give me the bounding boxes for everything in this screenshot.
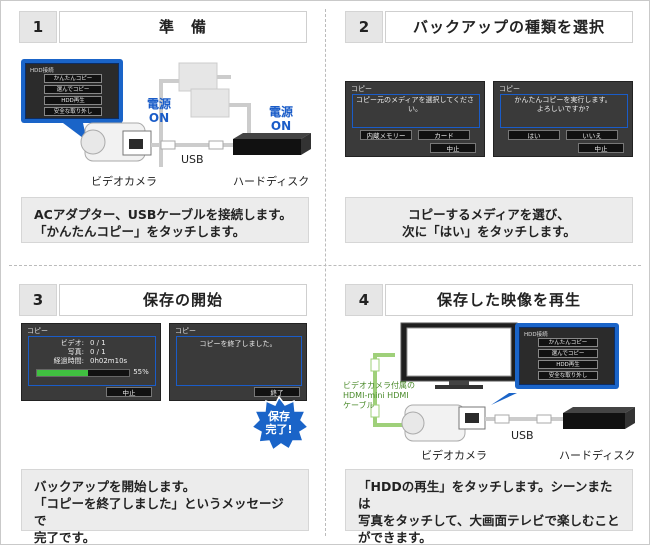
step-number: 2: [345, 11, 383, 43]
copy-finished-screen: コピー コピーを終了しました。 終了: [169, 323, 307, 401]
ac-adapter-2: [191, 89, 229, 117]
step-1-caption: ACアダプター、USBケーブルを接続します。「かんたんコピー」をタッチします。: [21, 197, 309, 243]
elapsed-time-label: 経過時間:: [28, 357, 84, 366]
step-2-caption: コピーするメディアを選び、次に「はい」をタッチします。: [345, 197, 633, 243]
card-button[interactable]: カード: [418, 130, 470, 140]
cancel-button[interactable]: 中止: [578, 143, 624, 153]
no-button[interactable]: いいえ: [566, 130, 618, 140]
ac-adapter-1: [179, 63, 217, 91]
menu-item-easy-copy[interactable]: かんたんコピー: [538, 338, 598, 347]
menu-item-hdd-play[interactable]: HDD再生: [538, 360, 598, 369]
step-4-header: 4 保存した映像を再生: [345, 284, 633, 316]
step-title: 保存した映像を再生: [385, 284, 633, 316]
internal-memory-button[interactable]: 内蔵メモリー: [360, 130, 412, 140]
menu-item-safe-remove[interactable]: 安全な取り外し: [538, 371, 598, 380]
progress-bar: [36, 369, 130, 377]
yes-button[interactable]: はい: [508, 130, 560, 140]
screen-message: コピーを終了しました。: [176, 340, 300, 349]
hard-disk-top: [563, 407, 635, 413]
video-count-label: ビデオ:: [28, 339, 84, 348]
step-title: 準 備: [59, 11, 307, 43]
screen-message: かんたんコピーを実行します。よろしいですか?: [500, 96, 626, 114]
step-number: 3: [19, 284, 57, 316]
camera-menu-panel: HDD接続 かんたんコピー 選んでコピー HDD再生 安全な取り外し: [515, 323, 619, 389]
step-3-caption: バックアップを開始します。「コピーを終了しました」というメッセージで完了です。: [21, 469, 309, 531]
camera-label: ビデオカメラ: [421, 447, 487, 463]
hdd-label: ハードディスク: [233, 173, 309, 189]
step-title: バックアップの種類を選択: [385, 11, 633, 43]
step-2-header: 2 バックアップの種類を選択: [345, 11, 633, 43]
screen-title: コピー: [175, 326, 196, 336]
photo-count-value: 0 / 1: [90, 348, 150, 357]
progress-percent: 55%: [128, 368, 154, 377]
hard-disk: [563, 413, 625, 429]
hdd-label: ハードディスク: [559, 447, 635, 463]
select-media-screen: コピー コピー元のメディアを選択してください。 内蔵メモリー カード 中止: [345, 81, 485, 157]
screen-title: コピー: [27, 326, 48, 336]
usb-label: USB: [181, 153, 204, 166]
menu-header: HDD接続: [524, 330, 548, 338]
step-3-header: 3 保存の開始: [19, 284, 307, 316]
step-title: 保存の開始: [59, 284, 307, 316]
cancel-button[interactable]: 中止: [430, 143, 476, 153]
hard-disk: [233, 139, 301, 155]
usb-label: USB: [511, 429, 534, 442]
photo-count-label: 写真:: [28, 348, 84, 357]
screen-message: コピー元のメディアを選択してください。: [352, 96, 478, 114]
cancel-button[interactable]: 中止: [106, 387, 152, 397]
step-4-caption: 「HDDの再生」をタッチします。シーンまたは写真をタッチして、大画面テレビで楽し…: [345, 469, 633, 531]
video-count-value: 0 / 1: [90, 339, 150, 348]
camera-label: ビデオカメラ: [91, 173, 157, 189]
elapsed-time-value: 0h02m10s: [90, 357, 150, 366]
copy-progress-screen: コピー ビデオ: 写真: 経過時間: 0 / 1 0 / 1 0h02m10s …: [21, 323, 161, 401]
screen-title: コピー: [351, 84, 372, 94]
progress-fill: [37, 370, 88, 376]
confirm-copy-screen: コピー かんたんコピーを実行します。よろしいですか? はい いいえ 中止: [493, 81, 633, 157]
badge-text: 保存完了!: [249, 410, 309, 436]
step-number: 4: [345, 284, 383, 316]
hard-disk-top: [233, 133, 311, 139]
menu-item-select-copy[interactable]: 選んでコピー: [538, 349, 598, 358]
vertical-divider: [325, 9, 326, 536]
screen-title: コピー: [499, 84, 520, 94]
step-number: 1: [19, 11, 57, 43]
step-1-header: 1 準 備: [19, 11, 307, 43]
